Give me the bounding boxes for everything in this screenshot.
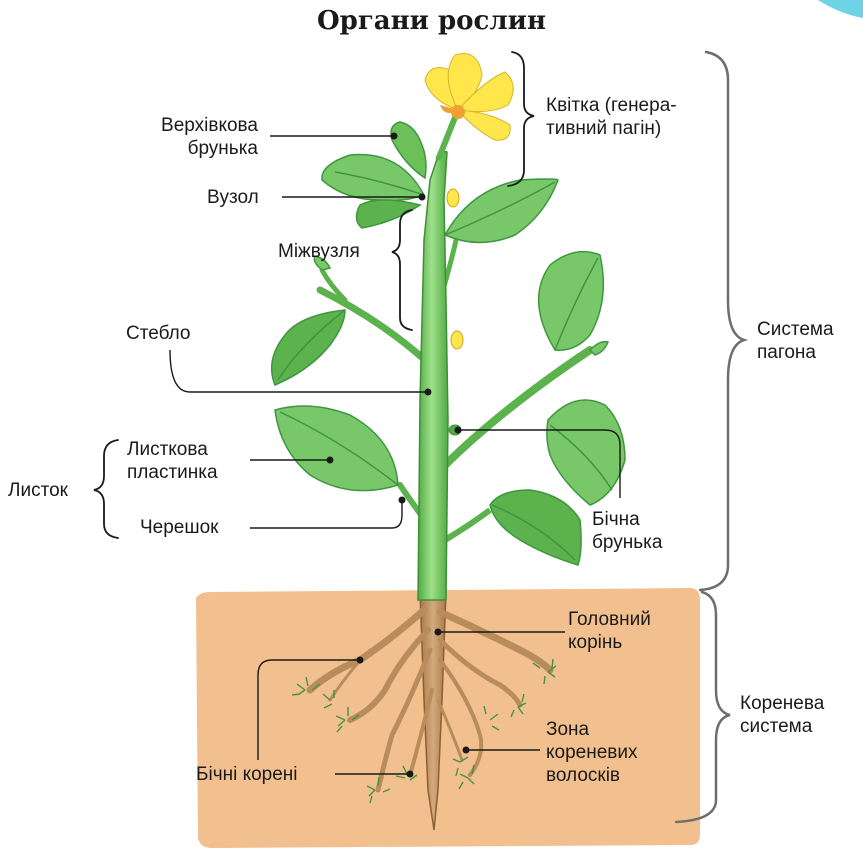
label-leaf: Листок xyxy=(8,479,68,502)
label-stem: Стебло xyxy=(126,322,190,345)
label-shoot-system: Система пагона xyxy=(757,318,834,364)
flower-drawing xyxy=(425,54,513,141)
main-stem xyxy=(418,150,448,600)
label-lateral-bud: Бічна брунька xyxy=(592,508,662,554)
label-main-root: Головний корінь xyxy=(568,608,651,654)
leaf-upper-right xyxy=(445,179,558,243)
shoot-system-brace xyxy=(700,52,744,590)
label-lateral-roots: Бічні корені xyxy=(196,763,298,786)
label-petiole: Черешок xyxy=(140,516,219,539)
page-title: Органи рослин xyxy=(0,6,863,36)
lateral-bud-top xyxy=(447,189,459,207)
label-root-system: Коренева система xyxy=(740,692,824,738)
label-root-hair-zone: Зона кореневих волосків xyxy=(546,718,638,787)
internode-brace xyxy=(392,210,412,330)
leaf-brace xyxy=(94,440,118,538)
label-flower: Квітка (генера- тивний пагін) xyxy=(546,94,677,140)
leaf-right-lower xyxy=(547,400,625,505)
leaf-small-right xyxy=(590,342,608,355)
lateral-bud-middle xyxy=(451,331,463,349)
label-internode: Міжвузля xyxy=(278,240,360,263)
leaf-upper-left-small xyxy=(356,200,420,228)
label-node: Вузол xyxy=(207,186,259,209)
label-apical-bud: Верхівкова брунька xyxy=(110,114,258,160)
flower-brace xyxy=(508,52,534,186)
petiole-lower-right xyxy=(445,510,490,540)
label-leaf-blade: Листкова пластинка xyxy=(127,438,218,484)
